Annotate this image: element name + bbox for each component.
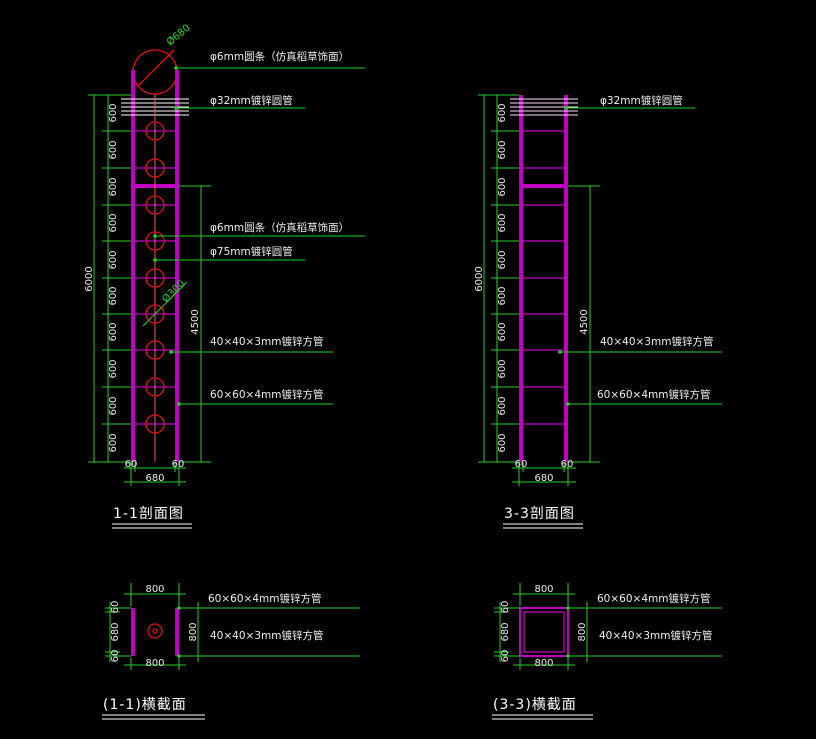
- total-height-label: 6000: [474, 266, 485, 291]
- right-dimension-lines: [568, 185, 600, 463]
- label-tube-40: 40×40×3mm镀锌方管: [600, 335, 713, 348]
- bottom-dimension-lines: [124, 462, 186, 486]
- center-rod: [152, 628, 158, 634]
- center-pipe: [147, 623, 163, 639]
- left-dimension-top: 60: [110, 601, 121, 614]
- svg-text:600: 600: [497, 286, 508, 305]
- section-title: 1-1剖面图: [113, 506, 184, 522]
- section-1-1: Ø680: [84, 22, 365, 529]
- top-dimension: 800: [145, 584, 164, 595]
- section-title: 3-3剖面图: [504, 506, 575, 522]
- label-tube-60: 60×60×4mm镀锌方管: [208, 592, 321, 605]
- left-dimension-lines: [478, 94, 519, 463]
- svg-text:600: 600: [497, 140, 508, 159]
- label-tube-40: 40×40×3mm镀锌方管: [599, 629, 712, 642]
- svg-text:600: 600: [108, 433, 119, 452]
- svg-text:600: 600: [108, 286, 119, 305]
- label-pipe-mid: φ75mm镀锌圆管: [210, 245, 293, 258]
- svg-text:600: 600: [108, 140, 119, 159]
- svg-text:600: 600: [497, 359, 508, 378]
- outer-frame: [519, 607, 569, 657]
- rungs: [521, 130, 566, 425]
- bottom-left-label: 60: [515, 459, 528, 470]
- total-height-label: 6000: [84, 266, 95, 291]
- top-sphere-diameter-line: [137, 49, 175, 87]
- left-dimension-mid: 680: [110, 622, 121, 641]
- svg-text:600: 600: [497, 396, 508, 415]
- left-dimension-lines: [88, 94, 131, 463]
- leader-lines: [155, 67, 365, 405]
- label-rod-mid: φ6mm圆条（仿真稻草饰面）: [210, 221, 349, 234]
- svg-text:600: 600: [108, 213, 119, 232]
- svg-text:600: 600: [497, 250, 508, 269]
- left-dimension-bottom: 60: [500, 650, 511, 663]
- svg-text:600: 600: [108, 177, 119, 196]
- right-dimension-lines: [179, 185, 211, 463]
- label-pipe-top: φ32mm镀锌圆管: [600, 94, 683, 107]
- label-tube-40: 40×40×3mm镀锌方管: [210, 629, 323, 642]
- section-title: (3-3)横截面: [493, 697, 577, 713]
- label-pipe-top: φ32mm镀锌圆管: [210, 94, 293, 107]
- label-tube-60: 60×60×4mm镀锌方管: [597, 388, 710, 401]
- svg-text:600: 600: [497, 103, 508, 122]
- section-title: (1-1)横截面: [103, 697, 187, 713]
- label-tube-60: 60×60×4mm镀锌方管: [210, 388, 323, 401]
- top-dimension: 800: [534, 584, 553, 595]
- leader-dots: [153, 66, 181, 406]
- svg-text:600: 600: [108, 396, 119, 415]
- segment-labels: 600 600 600 600 600 600 600 600 600 600: [108, 103, 119, 452]
- segment-labels: 600 600 600 600 600 600 600 600 600 600: [497, 103, 508, 452]
- bottom-width-label: 680: [534, 473, 553, 484]
- svg-text:600: 600: [497, 433, 508, 452]
- label-tube-40: 40×40×3mm镀锌方管: [210, 335, 323, 348]
- right-dimension: 800: [577, 622, 588, 641]
- section-3-3: 6000 600 600 600 600 600 600 600 600 600…: [474, 94, 722, 529]
- bottom-dimension: 800: [534, 658, 553, 669]
- inner-frame: [523, 611, 565, 653]
- mid-band: [519, 184, 568, 188]
- bottom-right-label: 60: [172, 459, 185, 470]
- svg-text:600: 600: [108, 359, 119, 378]
- top-sphere-diameter-label: Ø680: [164, 22, 192, 49]
- svg-text:600: 600: [108, 250, 119, 269]
- left-post: [131, 608, 135, 656]
- dimension-lines: [494, 583, 722, 670]
- dimension-lines: [105, 583, 360, 670]
- left-dimension-top: 60: [500, 601, 511, 614]
- left-dimension-mid: 680: [500, 622, 511, 641]
- svg-text:600: 600: [108, 322, 119, 341]
- segment-height-label: 4500: [190, 309, 201, 334]
- label-rod-top: φ6mm圆条（仿真稻草饰面）: [210, 50, 349, 63]
- svg-text:600: 600: [497, 213, 508, 232]
- bottom-dimension-lines: [512, 462, 576, 486]
- svg-text:600: 600: [497, 322, 508, 341]
- svg-text:600: 600: [497, 177, 508, 196]
- right-dimension: 800: [188, 622, 199, 641]
- bottom-dimension: 800: [145, 658, 164, 669]
- left-post: [131, 70, 135, 462]
- right-post: [175, 608, 179, 656]
- top-sphere: [132, 49, 178, 95]
- left-dimension-bottom: 60: [110, 650, 121, 663]
- bottom-width-label: 680: [145, 473, 164, 484]
- cross-section-3-3: 800 800 800 60 680 60 60×60×4mm镀锌方管 40×4…: [492, 583, 722, 720]
- label-tube-60: 60×60×4mm镀锌方管: [597, 592, 710, 605]
- right-post: [175, 70, 179, 462]
- bottom-right-label: 60: [561, 459, 574, 470]
- mid-sphere-leader: [142, 281, 188, 327]
- leader-dots: [558, 106, 570, 406]
- leader-lines: [560, 107, 722, 405]
- segment-height-label: 4500: [579, 309, 590, 334]
- bottom-left-label: 60: [125, 459, 138, 470]
- svg-text:600: 600: [108, 103, 119, 122]
- spheres: [145, 121, 165, 434]
- cross-section-1-1: 800 800 800 60 680 60 60×60×4mm镀锌方管 40×4…: [102, 583, 360, 720]
